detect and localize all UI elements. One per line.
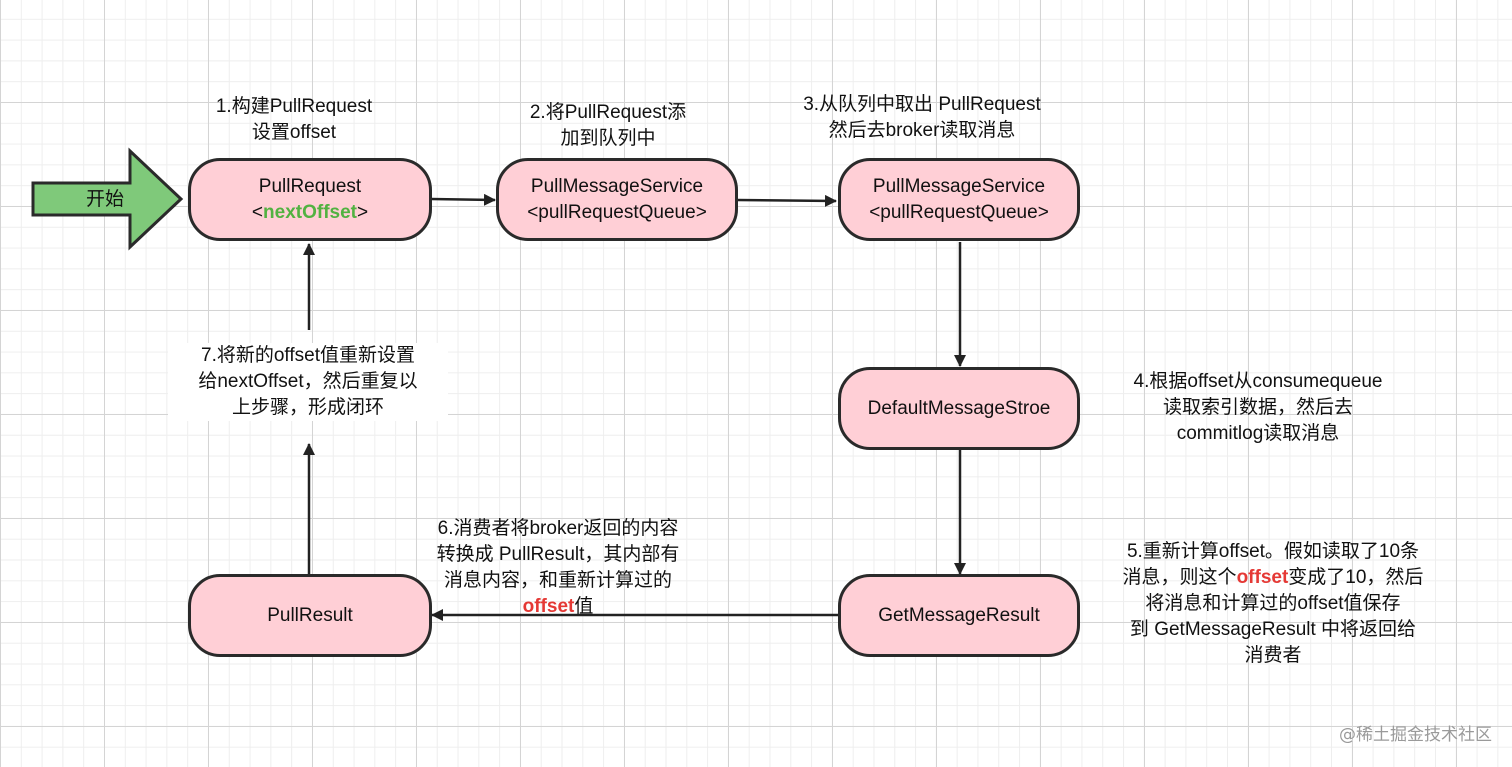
node-pull-message-service-a: PullMessageService <pullRequestQueue> bbox=[496, 158, 738, 241]
step-5-line-5: 消费者 bbox=[1244, 645, 1302, 666]
step-4-label: 4.根据offset从consumequeue 读取索引数据，然后去 commi… bbox=[1098, 369, 1418, 447]
step-6-line-3: 消息内容，和重新计算过的 bbox=[443, 570, 672, 591]
next-offset-highlight: nextOffset bbox=[263, 201, 357, 223]
step-1-label: 1.构建PullRequest 设置offset bbox=[194, 94, 394, 146]
node-pull-result-title: PullResult bbox=[267, 604, 353, 626]
node-pull-request-title: PullRequest bbox=[258, 175, 362, 197]
node-store-title: DefaultMessageStroe bbox=[867, 397, 1051, 419]
watermark: @稀土掘金技术社区 bbox=[1339, 725, 1492, 745]
step-6-offset-highlight: offset bbox=[522, 596, 575, 617]
step-5-line-2-pre: 消息，则这个 bbox=[1122, 567, 1237, 588]
step-7-line-2: 给nextOffset，然后重复以 bbox=[198, 371, 418, 392]
step-7-line-1: 7.将新的offset值重新设置 bbox=[201, 345, 415, 366]
step-5-line-2-post: 变成了10，然后 bbox=[1288, 567, 1424, 588]
step-5-line-4: 到 GetMessageResult 中将返回给 bbox=[1129, 619, 1417, 640]
bracket-open: < bbox=[251, 201, 264, 223]
step-2-line-1: 2.将PullRequest添 bbox=[529, 102, 687, 123]
node-pull-request-offset: <nextOffset> bbox=[252, 200, 368, 226]
start-label: 开始 bbox=[85, 189, 124, 210]
edge-pullrequest-to-queue bbox=[430, 193, 496, 206]
step-1-line-2: 设置offset bbox=[251, 122, 337, 143]
step-4-line-1: 4.根据offset从consumequeue bbox=[1133, 371, 1383, 392]
node-pms-a-queue: <pullRequestQueue> bbox=[527, 201, 707, 223]
step-2-label: 2.将PullRequest添 加到队列中 bbox=[508, 100, 708, 152]
step-7-label: 7.将新的offset值重新设置 给nextOffset，然后重复以 上步骤，形… bbox=[168, 343, 448, 421]
node-pms-b-queue: <pullRequestQueue> bbox=[869, 201, 1049, 223]
step-6-line-1: 6.消费者将broker返回的内容 bbox=[437, 518, 679, 539]
step-5-line-3: 将消息和计算过的offset值保存 bbox=[1145, 593, 1401, 614]
node-pull-message-service-b: PullMessageService <pullRequestQueue> bbox=[838, 158, 1080, 241]
step-4-line-3: commitlog读取消息 bbox=[1176, 423, 1340, 444]
step-6-line-4: offset值 bbox=[408, 594, 708, 620]
step-4-line-2: 读取索引数据，然后去 bbox=[1162, 397, 1353, 418]
step-5-line-1: 5.重新计算offset。假如读取了10条 bbox=[1126, 541, 1420, 562]
step-5-offset-highlight: offset bbox=[1236, 567, 1289, 588]
step-6-label: 6.消费者将broker返回的内容 转换成 PullResult，其内部有 消息… bbox=[408, 516, 708, 620]
node-pms-a-title: PullMessageService bbox=[530, 175, 704, 197]
step-6-line-2: 转换成 PullResult，其内部有 bbox=[436, 544, 680, 565]
step-2-line-2: 加到队列中 bbox=[560, 128, 656, 149]
step-5-line-2: 消息，则这个offset变成了10，然后 bbox=[1098, 565, 1448, 591]
node-get-result-title: GetMessageResult bbox=[878, 604, 1040, 626]
bracket-close: > bbox=[356, 201, 369, 223]
step-6-line-4-post: 值 bbox=[574, 596, 594, 617]
node-get-message-result: GetMessageResult bbox=[838, 574, 1080, 657]
start-arrow bbox=[31, 147, 184, 251]
edge-queue-to-service bbox=[736, 194, 837, 207]
node-pms-b-title: PullMessageService bbox=[872, 175, 1046, 197]
step-3-label: 3.从队列中取出 PullRequest 然后去broker读取消息 bbox=[782, 92, 1062, 144]
node-pull-result: PullResult bbox=[188, 574, 432, 657]
step-1-line-1: 1.构建PullRequest bbox=[215, 96, 373, 117]
step-7-line-3: 上步骤，形成闭环 bbox=[231, 397, 384, 418]
node-pull-request: PullRequest <nextOffset> bbox=[188, 158, 432, 241]
node-default-message-store: DefaultMessageStroe bbox=[838, 367, 1080, 450]
step-5-label: 5.重新计算offset。假如读取了10条 消息，则这个offset变成了10，… bbox=[1098, 539, 1448, 669]
step-3-line-1: 3.从队列中取出 PullRequest bbox=[803, 94, 1041, 115]
step-3-line-2: 然后去broker读取消息 bbox=[828, 120, 1016, 141]
